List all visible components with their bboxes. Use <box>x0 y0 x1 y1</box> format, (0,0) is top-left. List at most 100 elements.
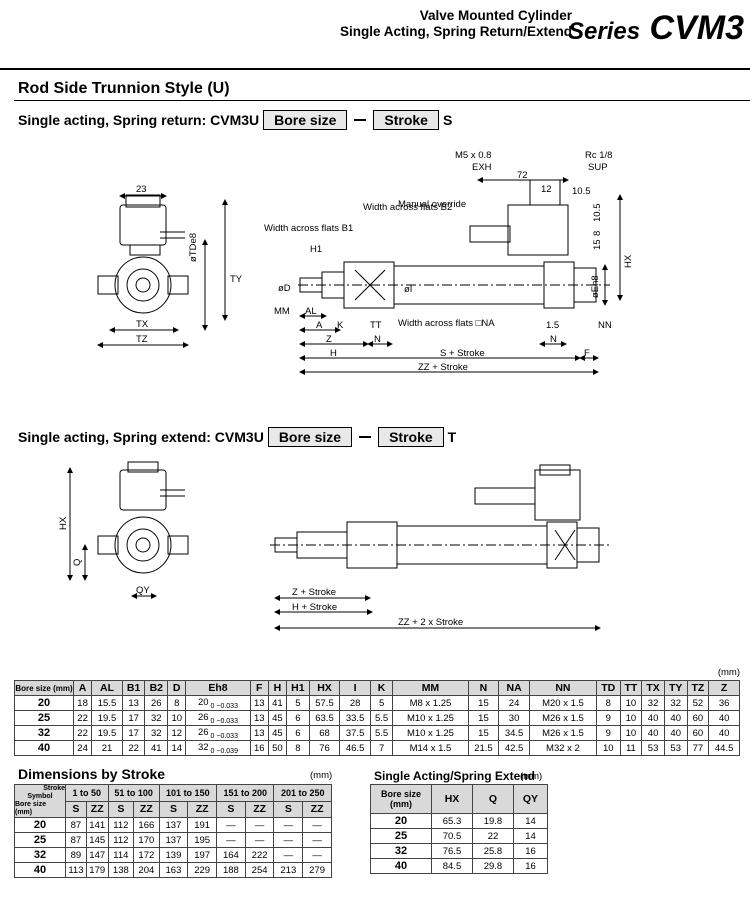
table-cell: 40 <box>708 710 740 726</box>
table-cell: 32 <box>641 695 665 711</box>
corner-stroke: Stroke <box>43 785 65 792</box>
table-cell: 13 <box>121 695 146 711</box>
dim-hx-extend: HX <box>58 516 69 530</box>
main-header-cell: A <box>72 680 93 696</box>
dim-z-stroke: Z + Stroke <box>292 587 336 598</box>
main-header-cell: TZ <box>686 680 710 696</box>
dim-v8: 8 <box>592 231 603 236</box>
table-cell: 84.5 <box>431 858 473 874</box>
dim-qy: QY <box>136 585 150 596</box>
model-code-return: Single acting, Spring return: CVM3U Bore… <box>18 110 452 130</box>
main-header-cell: Eh8 <box>185 680 251 696</box>
table-cell: 17 <box>121 725 146 741</box>
table-cell: 5 <box>286 695 310 711</box>
table-cell: 26 <box>144 695 169 711</box>
stroke-box-return: Stroke <box>373 110 439 130</box>
table-cell: 147 <box>85 847 109 863</box>
table-cell: 6 <box>286 725 310 741</box>
table-cell: 20 <box>14 817 66 833</box>
main-header-cell: K <box>369 680 394 696</box>
table-cell: 166 <box>133 817 160 833</box>
table-cell: 29.8 <box>471 858 514 874</box>
table-cell: 89 <box>65 847 87 863</box>
label-width-b2: Width across flats B2 <box>363 202 452 213</box>
table-cell: 36 <box>708 695 740 711</box>
table-cell: 24 <box>498 695 530 711</box>
table-cell: 63.5 <box>308 710 341 726</box>
table-cell: 113 <box>65 862 87 878</box>
stroke-sub-header: S <box>216 800 246 818</box>
table-cell: 10 <box>167 710 187 726</box>
main-header-cell: H1 <box>286 680 310 696</box>
main-header-cell: B2 <box>144 680 169 696</box>
table-cell: 141 <box>85 817 109 833</box>
table-cell: — <box>273 817 304 833</box>
table-cell: 15 <box>467 725 500 741</box>
main-header-cell: NN <box>528 680 597 696</box>
table-cell: 45 <box>267 725 288 741</box>
main-header-cell: D <box>167 680 187 696</box>
table-cell: 179 <box>85 862 109 878</box>
main-table-unit: (mm) <box>717 667 740 678</box>
table-cell: 138 <box>107 862 135 878</box>
label-rc: Rc 1/8 <box>585 150 612 161</box>
table-cell: 87 <box>65 832 87 848</box>
table-cell: 7 <box>369 740 394 756</box>
table-cell: 8 <box>286 740 310 756</box>
table-cell: 137 <box>158 832 189 848</box>
dim-tx: TX <box>136 319 149 330</box>
dim-h1: H1 <box>310 244 322 255</box>
table-cell: 76.5 <box>431 843 473 859</box>
dim-q: Q <box>72 559 83 566</box>
table-cell: 22 <box>72 725 93 741</box>
table-cell: 19.5 <box>91 725 123 741</box>
technical-drawings: 23 øTDe8 TY TX TZ Width across flats B1 … <box>58 150 634 631</box>
table-cell: 16 <box>512 858 549 874</box>
dim-zz-stroke: ZZ + Stroke <box>418 362 468 373</box>
dim-oeh: øEh8 <box>590 275 601 298</box>
model-code-extend: Single acting, Spring extend: CVM3U Bore… <box>18 427 456 447</box>
table-cell: 41 <box>267 695 288 711</box>
eh8-tolerance: 0 −0.033 <box>208 732 238 740</box>
dim-z: Z <box>326 334 332 345</box>
table-cell: 10 <box>619 695 643 711</box>
table-cell: M8 x 1.25 <box>392 695 469 711</box>
table-cell: 28 <box>339 695 371 711</box>
stroke-sub-header: ZZ <box>302 800 332 818</box>
table-cell: 34.5 <box>498 725 530 741</box>
table-cell: 25 <box>14 832 66 848</box>
table-cell: 32 <box>14 847 66 863</box>
table-cell: 57.5 <box>308 695 341 711</box>
table-cell: 195 <box>187 832 218 848</box>
table-cell: 40 <box>14 862 66 878</box>
table-cell: 53 <box>663 740 688 756</box>
table-cell: 20 0 −0.033 <box>185 695 251 711</box>
dim-n2: N <box>550 334 557 345</box>
main-header-cell: Z <box>708 680 740 696</box>
table-cell: 21.5 <box>467 740 500 756</box>
table-cell: 76 <box>308 740 341 756</box>
table-cell: 10 <box>595 740 621 756</box>
dim-tt: TT <box>370 320 382 331</box>
table-cell: 26 0 −0.033 <box>185 725 251 741</box>
stroke-range-header: 151 to 200 <box>216 784 275 802</box>
main-header-cell: F <box>249 680 269 696</box>
table-cell: 145 <box>85 832 109 848</box>
main-header-cell: H <box>267 680 288 696</box>
table-cell: 25.8 <box>471 843 514 859</box>
table-cell: 40 <box>641 725 665 741</box>
table-cell: — <box>273 832 304 848</box>
table-cell: 15 <box>467 695 500 711</box>
table-cell: 40 <box>708 725 740 741</box>
table-cell: 18 <box>72 695 93 711</box>
table-cell: — <box>216 817 246 833</box>
table-cell: 164 <box>216 847 246 863</box>
